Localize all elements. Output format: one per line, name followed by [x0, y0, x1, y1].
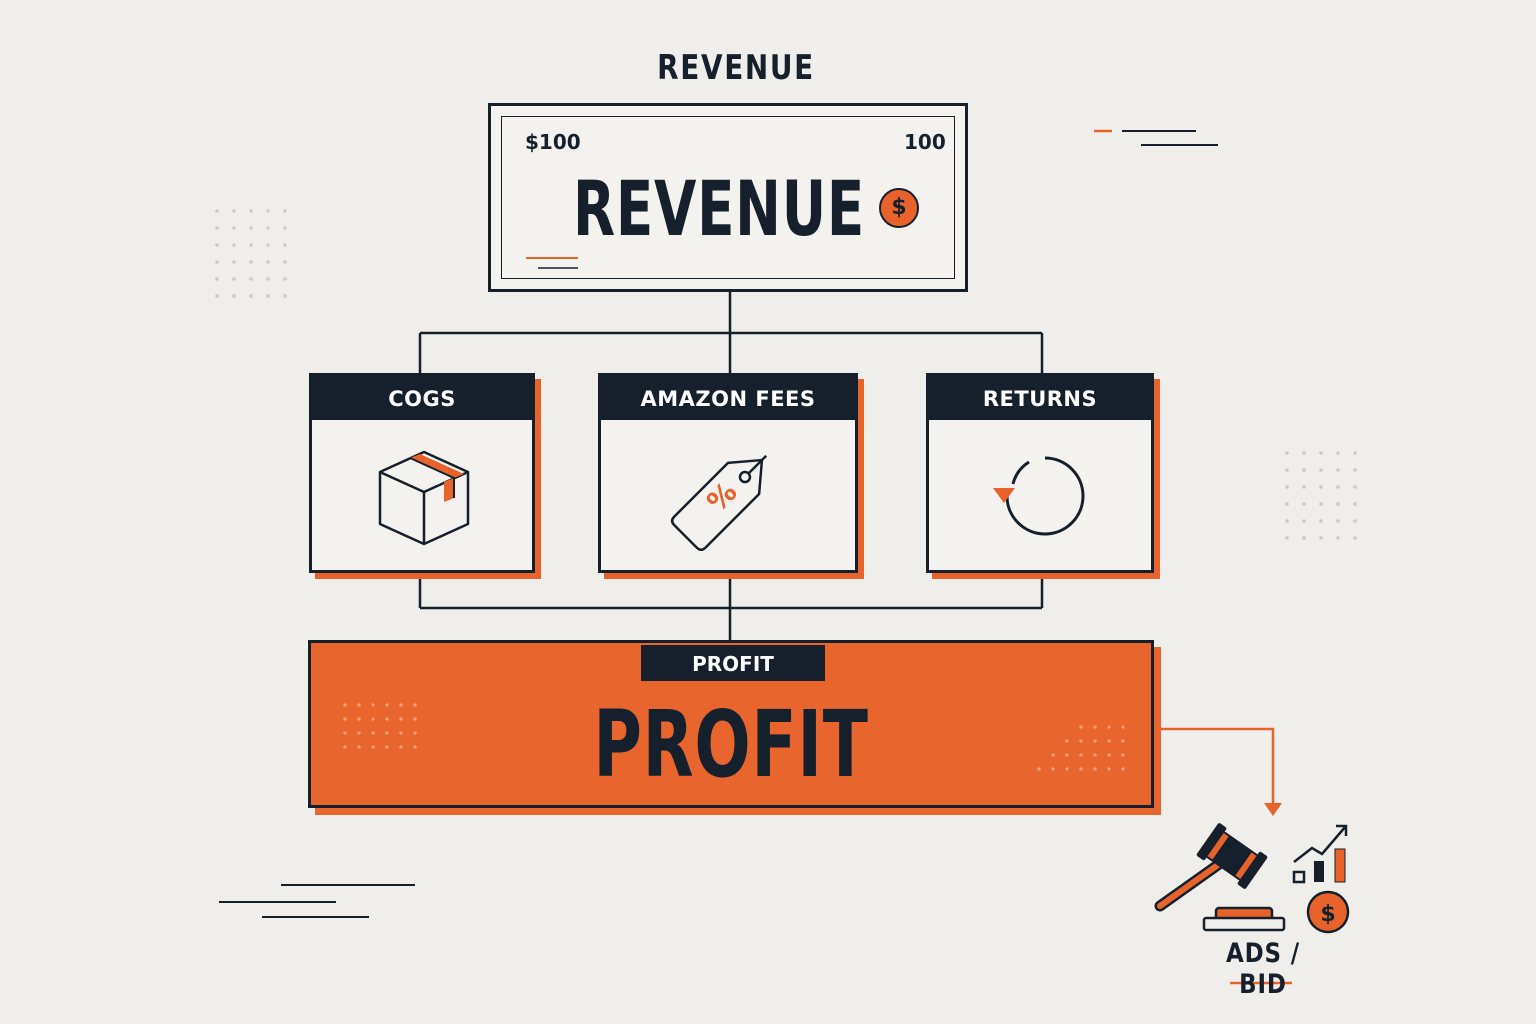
growth-chart-icon	[1292, 824, 1348, 884]
gavel-icon	[1154, 823, 1286, 932]
cost-card-label: AMAZON FEES	[601, 376, 855, 420]
svg-text:$: $	[1320, 902, 1335, 927]
cost-card-label: COGS	[312, 376, 532, 420]
profit-block: PROFIT PROFIT	[308, 640, 1154, 808]
cost-card-amazon-fees: AMAZON FEES %	[598, 373, 858, 573]
dollar-coin-icon: $	[879, 188, 919, 228]
dot-grid-left	[215, 209, 287, 298]
dot-grid-right	[1285, 451, 1357, 540]
bill-decoration	[526, 257, 578, 269]
bill-border	[501, 116, 955, 279]
ads-bid-label: ADS / BID	[1226, 938, 1300, 1000]
profit-dot-grids	[343, 703, 1125, 771]
bill-denomination: 100	[904, 130, 946, 154]
cost-card-returns: RETURNS	[926, 373, 1154, 573]
bill-amount-label: $100	[525, 130, 581, 154]
percent-tag-icon: %	[601, 436, 855, 551]
cost-card-label: RETURNS	[929, 376, 1151, 420]
cost-card-cogs: COGS	[309, 373, 535, 573]
return-arrow-icon	[929, 436, 1151, 546]
dollar-coin-icon: $	[1306, 890, 1350, 934]
box-icon	[312, 436, 532, 546]
profit-tab-label: PROFIT	[641, 645, 825, 681]
diagram-title: REVENUE	[657, 48, 815, 88]
revenue-title: REVENUE	[573, 164, 865, 253]
profit-title: PROFIT	[593, 691, 869, 798]
revenue-bill: $100 100 REVENUE $	[488, 103, 968, 292]
